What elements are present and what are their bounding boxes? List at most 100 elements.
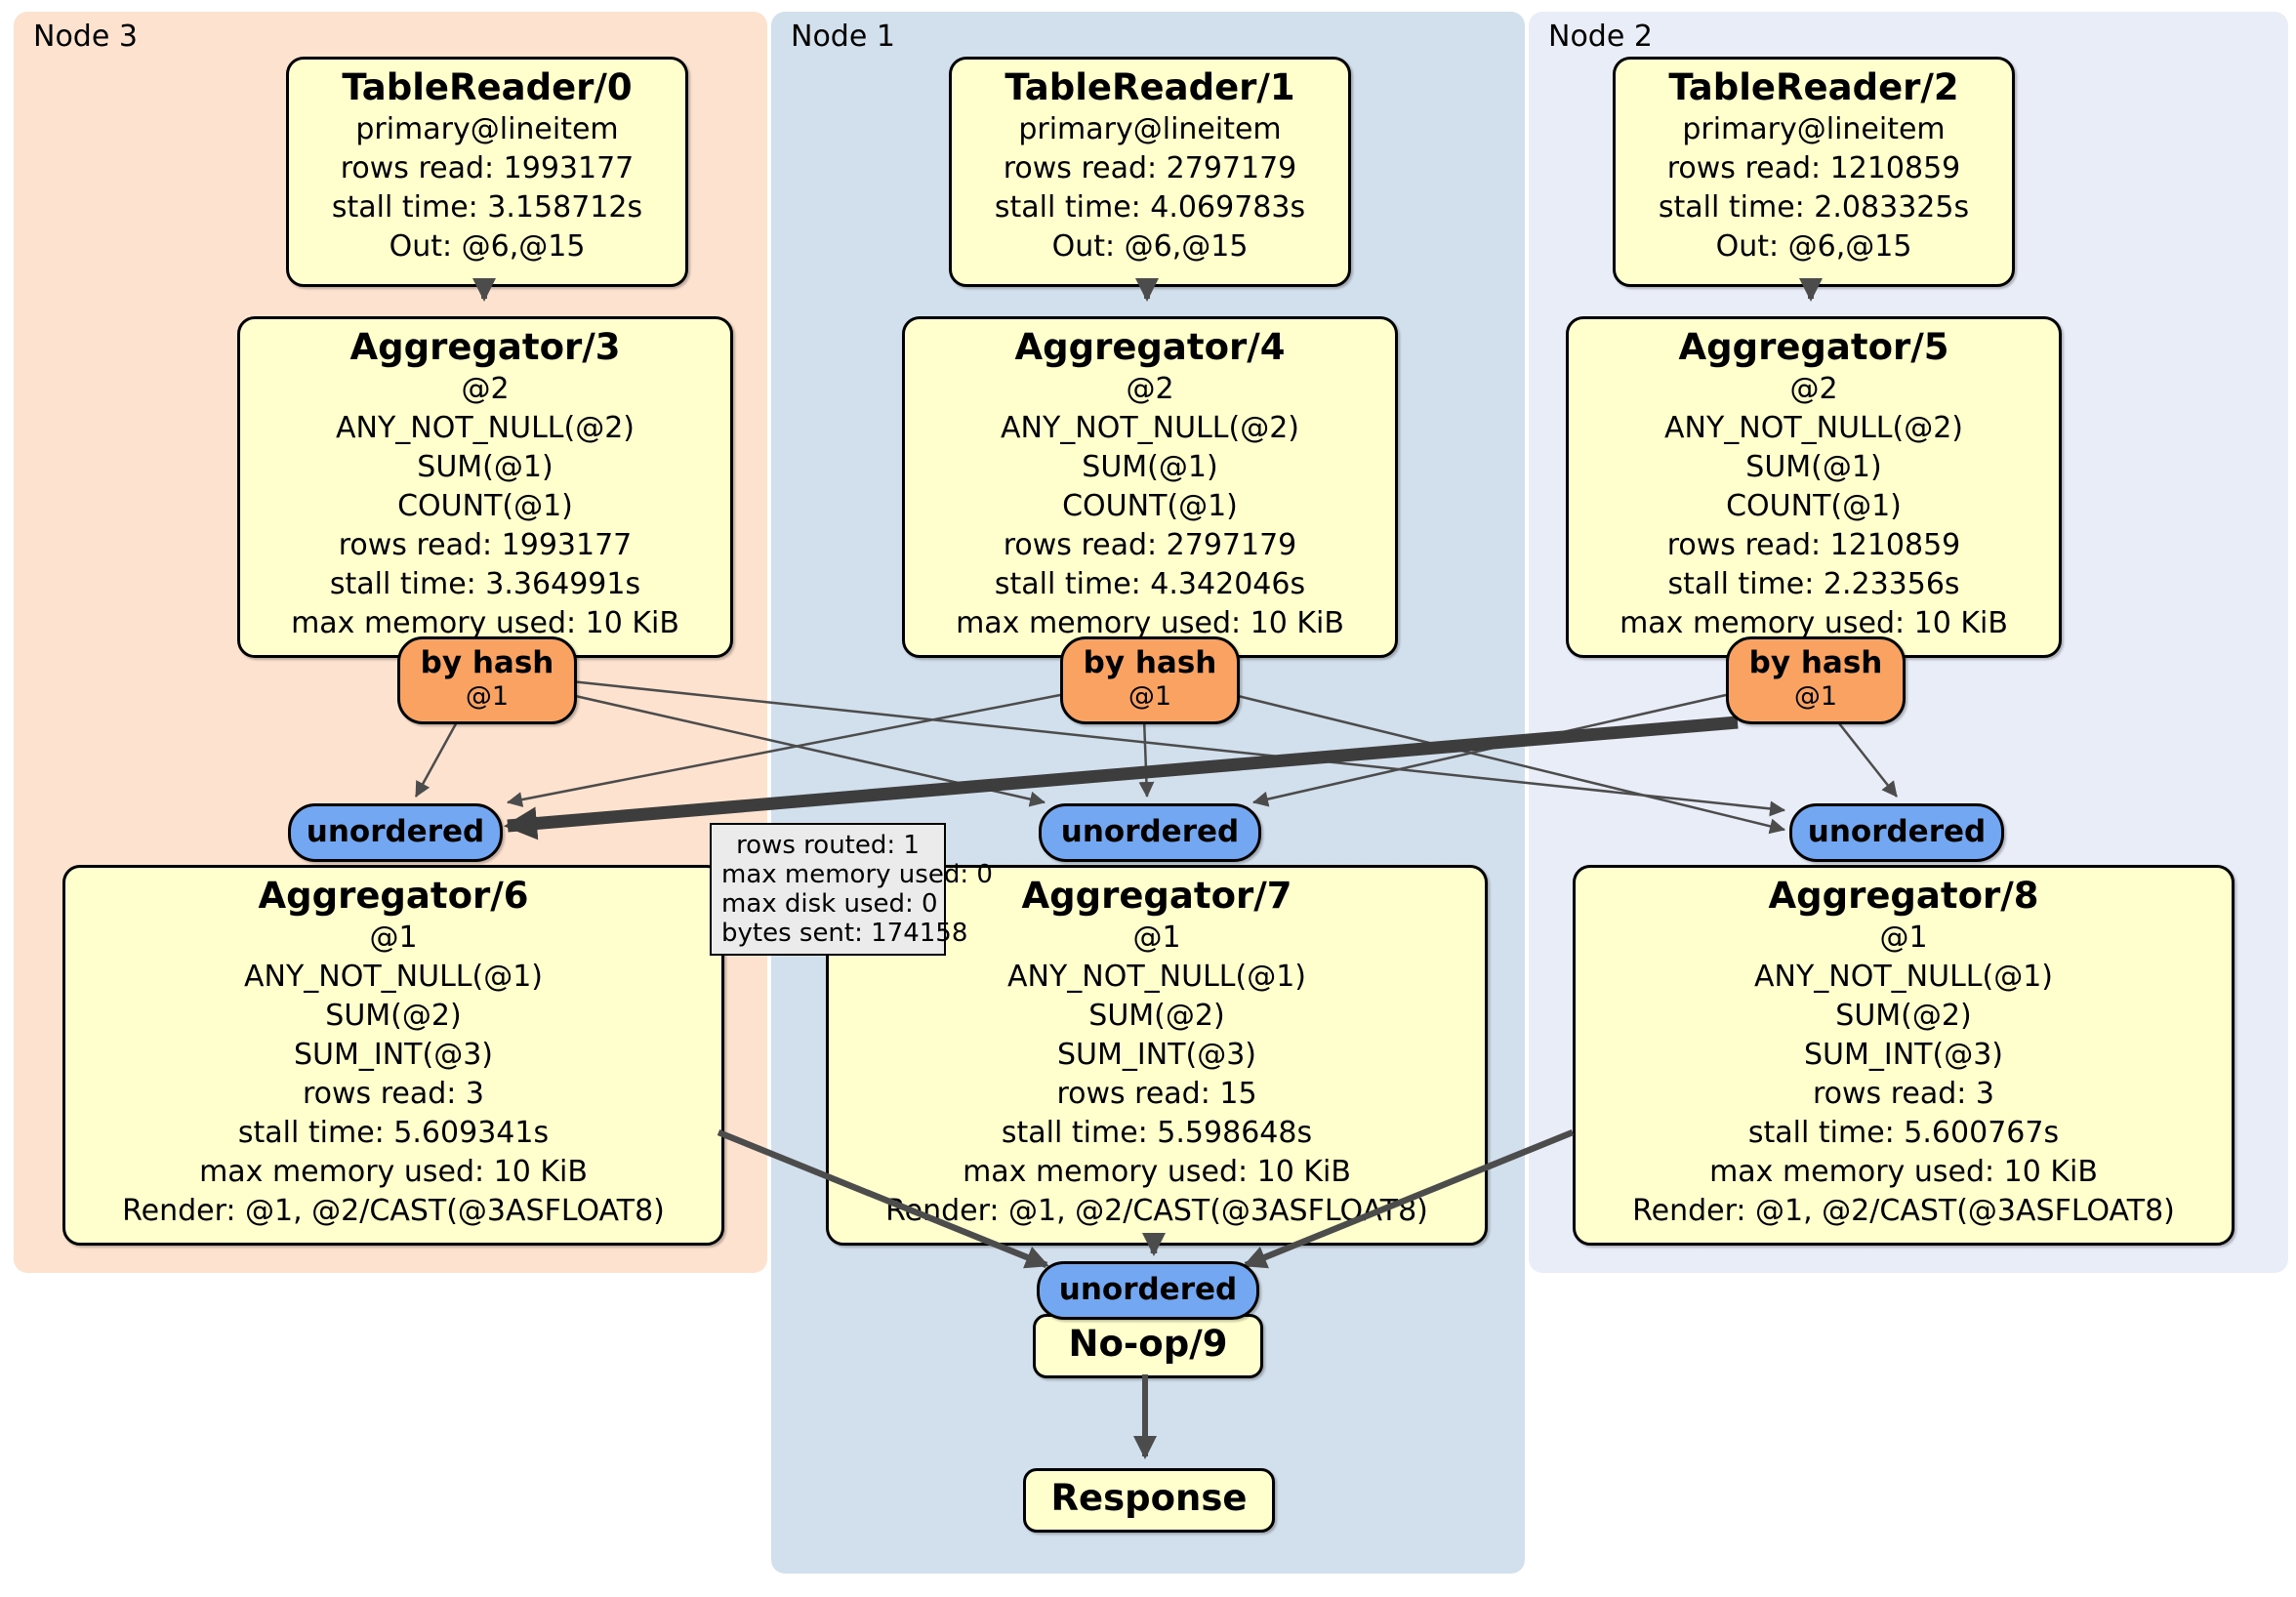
edge-byhash4-unordered8	[1233, 693, 1785, 835]
node-line: stall time: 5.609341s	[237, 1116, 550, 1150]
node-aggregator5: Aggregator/5 @2 ANY_NOT_NULL(@2) SUM(@1)…	[1566, 316, 2062, 658]
node-line: rows read: 1210859	[1666, 528, 1961, 562]
node-line: rows read: 3	[1812, 1077, 1995, 1111]
node-line: rows read: 1210859	[1666, 151, 1961, 185]
node-line: Out: @6,@15	[1715, 229, 1912, 264]
node-line: rows read: 3	[302, 1077, 485, 1111]
node-line: stall time: 2.23356s	[1667, 567, 1960, 601]
router-byhash-node3: by hash @1	[397, 636, 577, 724]
node-aggregator6: Aggregator/6 @1 ANY_NOT_NULL(@1) SUM(@2)…	[62, 865, 724, 1246]
tooltip-line: max memory used: 0	[721, 860, 993, 889]
node-line: COUNT(@1)	[1062, 489, 1238, 523]
node-line: SUM(@1)	[1082, 450, 1218, 484]
panel-node3-label: Node 3	[33, 20, 138, 54]
edge-byhash3-unordered6	[414, 717, 461, 798]
node-line: ANY_NOT_NULL(@2)	[336, 411, 635, 445]
router-byhash-node1: by hash @1	[1060, 636, 1240, 724]
sync-unordered-node2: unordered	[1789, 803, 2004, 862]
tooltip-line: max disk used: 0	[721, 889, 938, 919]
node-title: Aggregator/4	[1014, 326, 1286, 368]
node-line: max memory used: 10 KiB	[956, 606, 1344, 640]
node-line: rows read: 1993177	[340, 151, 635, 185]
panel-node2-label: Node 2	[1548, 20, 1653, 54]
node-line: ANY_NOT_NULL(@1)	[1007, 960, 1306, 994]
node-line: max memory used: 10 KiB	[291, 606, 679, 640]
node-title: Aggregator/7	[1021, 875, 1292, 917]
router-hash-column: @1	[1128, 681, 1172, 712]
edge-byhash5-unordered8	[1834, 717, 1898, 798]
node-line: ANY_NOT_NULL(@1)	[244, 960, 543, 994]
node-line: SUM(@1)	[417, 450, 554, 484]
node-title: Response	[1050, 1477, 1248, 1519]
router-label: by hash	[1748, 645, 1883, 680]
node-line: SUM_INT(@3)	[294, 1038, 493, 1072]
node-line: SUM(@1)	[1745, 450, 1882, 484]
node-line: rows read: 2797179	[1003, 528, 1297, 562]
node-line: SUM(@2)	[325, 999, 462, 1033]
node-title: Aggregator/3	[349, 326, 621, 368]
node-title: Aggregator/5	[1678, 326, 1949, 368]
sync-unordered-node1: unordered	[1039, 803, 1261, 862]
node-line: COUNT(@1)	[397, 489, 573, 523]
node-line: stall time: 3.158712s	[331, 190, 643, 225]
node-line: stall time: 4.069783s	[994, 190, 1306, 225]
node-line: @1	[369, 921, 418, 955]
sync-label: unordered	[1807, 814, 1987, 849]
node-line: COUNT(@1)	[1726, 489, 1902, 523]
node-line: max memory used: 10 KiB	[199, 1155, 588, 1189]
node-line: rows read: 2797179	[1003, 151, 1297, 185]
node-line: stall time: 3.364991s	[329, 567, 641, 601]
router-label: by hash	[420, 645, 554, 680]
node-line: max memory used: 10 KiB	[963, 1155, 1351, 1189]
node-title: TableReader/1	[1004, 66, 1295, 108]
node-line: ANY_NOT_NULL(@1)	[1754, 960, 2053, 994]
node-line: ANY_NOT_NULL(@2)	[1001, 411, 1299, 445]
node-line: max memory used: 10 KiB	[1709, 1155, 2098, 1189]
sync-unordered-node3: unordered	[288, 803, 503, 862]
edge-byhash5-unordered6-highlighted[interactable]	[504, 716, 1739, 840]
sync-label: unordered	[1060, 814, 1240, 849]
panel-node1-label: Node 1	[791, 20, 895, 54]
edge-aggregator6-unordered9	[717, 1128, 1049, 1269]
edge-byhash3-unordered8	[570, 679, 1785, 817]
node-response: Response	[1023, 1468, 1275, 1533]
node-line: rows read: 1993177	[338, 528, 633, 562]
node-line: SUM(@2)	[1088, 999, 1225, 1033]
node-title: TableReader/2	[1668, 66, 1959, 108]
edge-aggregator8-unordered9	[1243, 1128, 1575, 1269]
node-line: ANY_NOT_NULL(@2)	[1664, 411, 1963, 445]
node-line: stall time: 5.598648s	[1001, 1116, 1313, 1150]
node-aggregator8: Aggregator/8 @1 ANY_NOT_NULL(@1) SUM(@2)…	[1573, 865, 2234, 1246]
node-line: Render: @1, @2/CAST(@3ASFLOAT8)	[885, 1194, 1428, 1228]
node-line: @2	[1126, 372, 1174, 406]
node-line: stall time: 4.342046s	[994, 567, 1306, 601]
node-tablereader1: TableReader/1 primary@lineitem rows read…	[949, 57, 1351, 287]
node-title: Aggregator/6	[258, 875, 529, 917]
sync-unordered-noop: unordered	[1037, 1261, 1259, 1320]
node-line: primary@lineitem	[355, 112, 619, 146]
router-byhash-node2: by hash @1	[1726, 636, 1906, 724]
edge-byhash4-unordered7	[1138, 717, 1155, 798]
node-title: Aggregator/8	[1768, 875, 2039, 917]
node-line: Render: @1, @2/CAST(@3ASFLOAT8)	[122, 1194, 665, 1228]
node-title: TableReader/0	[342, 66, 633, 108]
node-line: primary@lineitem	[1682, 112, 1946, 146]
node-aggregator4: Aggregator/4 @2 ANY_NOT_NULL(@2) SUM(@1)…	[902, 316, 1398, 658]
node-line: rows read: 15	[1056, 1077, 1257, 1111]
node-noop9: No-op/9	[1033, 1314, 1263, 1378]
node-title: No-op/9	[1068, 1323, 1228, 1365]
node-line: SUM_INT(@3)	[1804, 1038, 2003, 1072]
node-line: Out: @6,@15	[389, 229, 586, 264]
edge-byhash4-unordered6	[507, 693, 1061, 807]
node-line: SUM(@2)	[1835, 999, 1972, 1033]
node-line: Render: @1, @2/CAST(@3ASFLOAT8)	[1632, 1194, 2175, 1228]
edge-stats-tooltip: rows routed: 1 max memory used: 0 max di…	[710, 823, 993, 956]
router-hash-column: @1	[1793, 681, 1838, 712]
node-line: max memory used: 10 KiB	[1620, 606, 2008, 640]
node-aggregator3: Aggregator/3 @2 ANY_NOT_NULL(@2) SUM(@1)…	[237, 316, 733, 658]
node-line: stall time: 5.600767s	[1747, 1116, 2060, 1150]
sync-label: unordered	[306, 814, 485, 849]
node-line: stall time: 2.083325s	[1658, 190, 1970, 225]
